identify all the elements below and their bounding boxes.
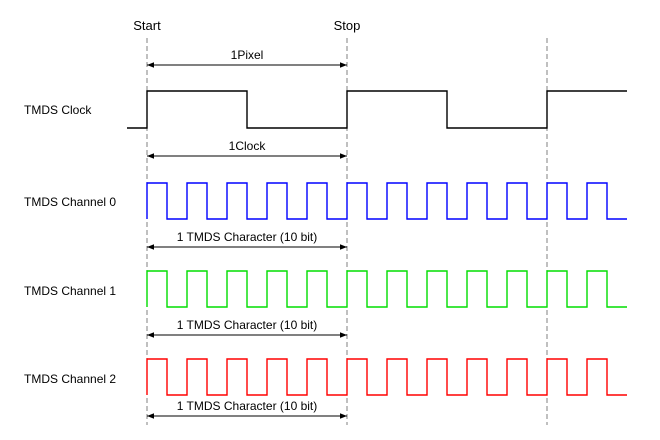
channel-2-waveform: [146, 358, 627, 396]
pixel-dimension-label: 1Pixel: [231, 48, 264, 62]
stop-marker-label: Stop: [334, 18, 361, 33]
channel-2-character-label: 1 TMDS Character (10 bit): [177, 399, 318, 413]
channel-0-signal-label: TMDS Channel 0: [24, 195, 116, 209]
clock-signal-label: TMDS Clock: [24, 103, 92, 117]
channel-0-character-label: 1 TMDS Character (10 bit): [177, 230, 318, 244]
clock-waveform: [127, 90, 627, 129]
channel-1-signal-label: TMDS Channel 1: [24, 284, 116, 298]
channel-2-signal-label: TMDS Channel 2: [24, 372, 116, 386]
channel-0-waveform: [146, 182, 627, 220]
channel-1-character-label: 1 TMDS Character (10 bit): [177, 318, 318, 332]
channel-1-waveform: [146, 270, 627, 308]
clock-dimension-label: 1Clock: [229, 139, 267, 153]
start-marker-label: Start: [133, 18, 161, 33]
